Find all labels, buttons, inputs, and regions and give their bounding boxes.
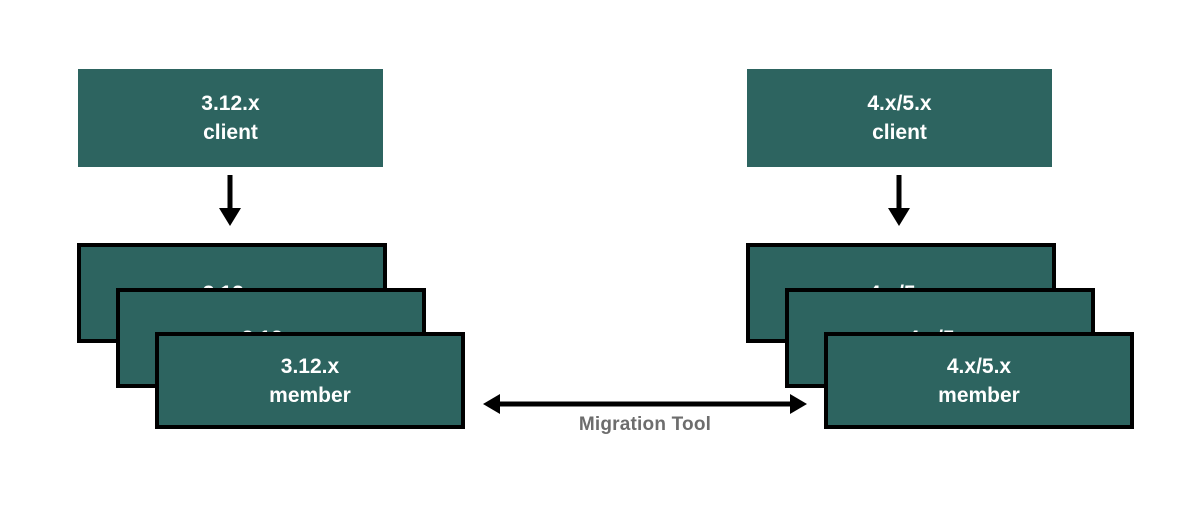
left-client-box: 3.12.x client — [78, 69, 383, 167]
right-member-box-front: 4.x/5.x member — [824, 332, 1134, 429]
arrow-left-right-icon — [483, 394, 807, 414]
left-member-box-front: 3.12.x member — [155, 332, 465, 429]
arrow-down-icon — [219, 175, 241, 226]
migration-tool-label: Migration Tool — [578, 414, 712, 435]
right-client-box: 4.x/5.x client — [747, 69, 1052, 167]
arrow-down-icon — [888, 175, 910, 226]
